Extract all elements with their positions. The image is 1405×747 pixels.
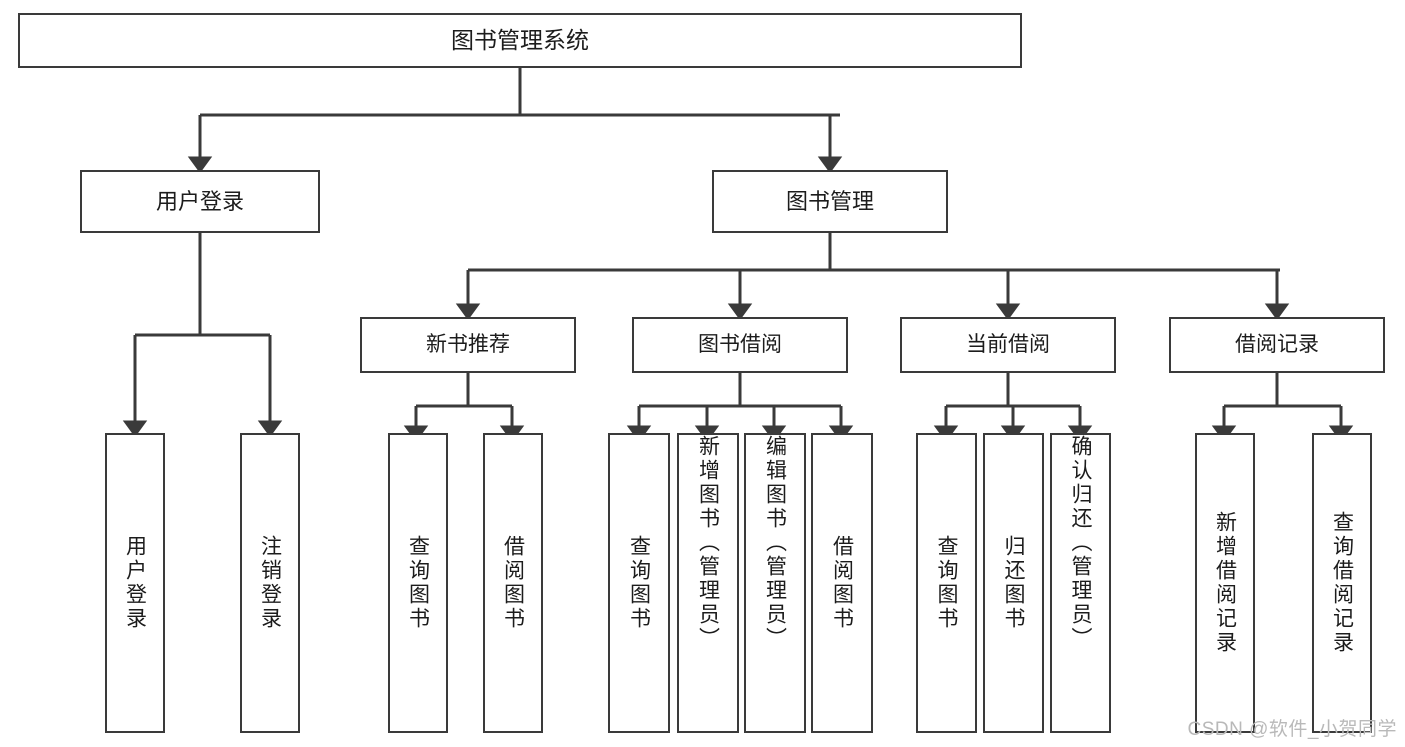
node-label: 新增借阅记录	[1213, 511, 1237, 655]
node-label: 新增图书（管理员）	[696, 435, 720, 651]
node-borrow-record[interactable]: 借阅记录	[1169, 317, 1385, 373]
node-label: 图书管理	[785, 188, 874, 214]
node-label: 图书管理系统	[451, 26, 589, 53]
node-label: 借阅图书	[830, 535, 854, 631]
node-label: 编辑图书（管理员）	[763, 435, 787, 651]
node-label: 新书推荐	[426, 332, 510, 356]
node-user-login[interactable]: 用户登录	[80, 170, 320, 233]
node-label: 借阅记录	[1235, 332, 1319, 356]
node-label: 借阅图书	[501, 535, 525, 631]
leaf-current-borrow-return[interactable]: 归还图书	[983, 433, 1044, 733]
leaf-new-book-query[interactable]: 查询图书	[388, 433, 448, 733]
leaf-book-borrow-add[interactable]: 新增图书（管理员）	[677, 433, 739, 733]
leaf-borrow-record-add[interactable]: 新增借阅记录	[1195, 433, 1255, 733]
node-label: 用户登录	[155, 188, 244, 214]
node-label: 当前借阅	[966, 332, 1050, 356]
node-label: 查询图书	[406, 535, 430, 631]
node-book-borrow[interactable]: 图书借阅	[632, 317, 848, 373]
node-new-book-recommend[interactable]: 新书推荐	[360, 317, 576, 373]
node-label: 查询图书	[627, 535, 651, 631]
leaf-book-borrow-query[interactable]: 查询图书	[608, 433, 670, 733]
node-root-system[interactable]: 图书管理系统	[18, 13, 1022, 68]
node-label: 注销登录	[258, 535, 282, 631]
leaf-book-borrow-borrow[interactable]: 借阅图书	[811, 433, 873, 733]
node-label: 查询借阅记录	[1330, 511, 1354, 655]
leaf-current-borrow-query[interactable]: 查询图书	[916, 433, 977, 733]
leaf-current-borrow-confirm[interactable]: 确认归还（管理员）	[1050, 433, 1111, 733]
node-label: 归还图书	[1002, 535, 1025, 631]
node-label: 查询图书	[935, 535, 958, 631]
leaf-book-borrow-edit[interactable]: 编辑图书（管理员）	[744, 433, 806, 733]
node-book-management[interactable]: 图书管理	[712, 170, 948, 233]
node-current-borrow[interactable]: 当前借阅	[900, 317, 1116, 373]
node-label: 图书借阅	[698, 332, 782, 356]
watermark: CSDN @软件_小贺同学	[1187, 719, 1397, 740]
node-label: 用户登录	[123, 535, 147, 631]
node-label: 确认归还（管理员）	[1069, 435, 1092, 651]
leaf-user-login-logout[interactable]: 注销登录	[240, 433, 300, 733]
leaf-borrow-record-query[interactable]: 查询借阅记录	[1312, 433, 1372, 733]
leaf-new-book-borrow[interactable]: 借阅图书	[483, 433, 543, 733]
leaf-user-login-login[interactable]: 用户登录	[105, 433, 165, 733]
